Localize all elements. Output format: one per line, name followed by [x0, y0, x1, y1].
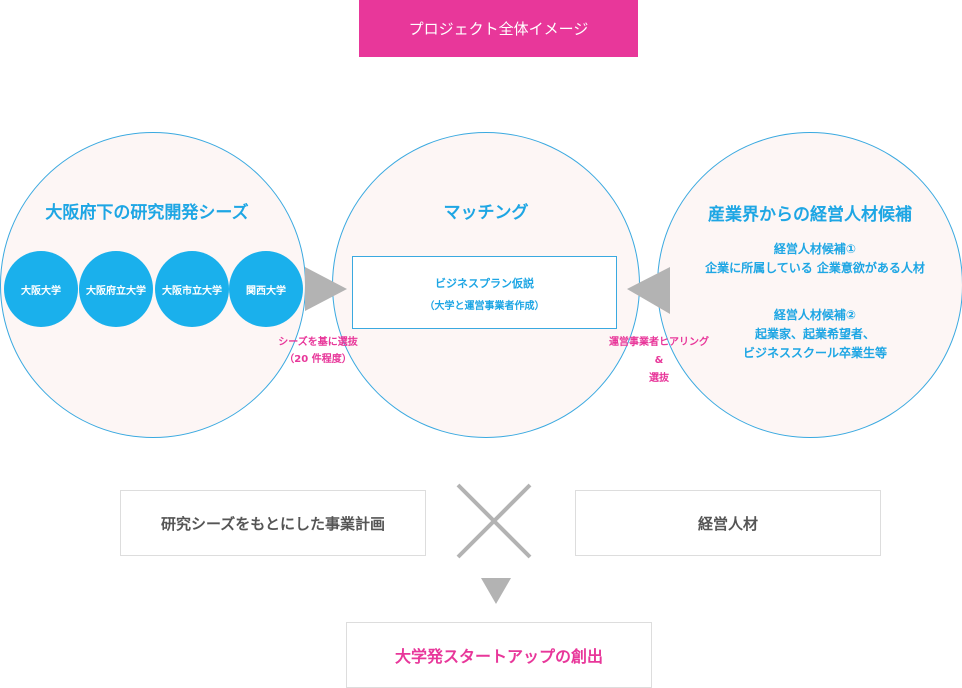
university-osaka-prefecture: 大阪府立大学 [79, 251, 153, 327]
university-osaka: 大阪大学 [4, 251, 78, 327]
business-plan-line1: ビジネスプラン仮説 [435, 277, 534, 290]
candidate-2: 経営人材候補② 起業家、起業希望者、 ビジネススクール卒業生等 [670, 306, 960, 363]
university-kansai: 関西大学 [229, 251, 303, 327]
startup-creation-box: 大学発スタートアップの創出 [346, 622, 652, 688]
university-osaka-city: 大阪市立大学 [155, 251, 229, 327]
hearing-line1: 運営事業者ヒアリング [609, 337, 709, 348]
candidate-2-head: 経営人材候補② [773, 308, 857, 322]
business-plan-line2: （大学と運営事業者作成） [424, 301, 545, 312]
business-plan-box: ビジネスプラン仮説 （大学と運営事業者作成） [352, 256, 617, 329]
seeds-selection-label: シーズを基に選抜 （20 件程度） [258, 334, 378, 368]
management-talent-box: 経営人材 [575, 490, 881, 556]
candidate-1-head: 経営人材候補① [773, 242, 857, 256]
hearing-selection-label: 運営事業者ヒアリング & 選抜 [594, 334, 724, 388]
management-candidates-circle [657, 132, 962, 438]
down-arrow-icon [481, 578, 511, 604]
management-candidates-title: 産業界からの経営人材候補 [708, 205, 912, 225]
left-arrow-icon [627, 267, 670, 314]
candidate-1-body: 企業に所属している 企業意欲がある人材 [705, 261, 925, 275]
cross-icon [456, 483, 532, 559]
hearing-line2: & [654, 355, 664, 366]
business-plan-result-box: 研究シーズをもとにした事業計画 [120, 490, 426, 556]
research-seeds-title: 大阪府下の研究開発シーズ [45, 203, 249, 223]
candidate-1: 経営人材候補① 企業に所属している 企業意欲がある人材 [670, 240, 960, 278]
hearing-line3: 選抜 [649, 373, 669, 384]
candidate-2-body2: ビジネススクール卒業生等 [742, 346, 887, 360]
matching-title: マッチング [443, 203, 529, 223]
seeds-selection-line1: シーズを基に選抜 [278, 337, 358, 348]
seeds-selection-line2: （20 件程度） [284, 354, 352, 365]
right-arrow-icon [305, 267, 347, 311]
candidate-2-body1: 起業家、起業希望者、 [754, 327, 875, 341]
project-title: プロジェクト全体イメージ [359, 0, 638, 57]
